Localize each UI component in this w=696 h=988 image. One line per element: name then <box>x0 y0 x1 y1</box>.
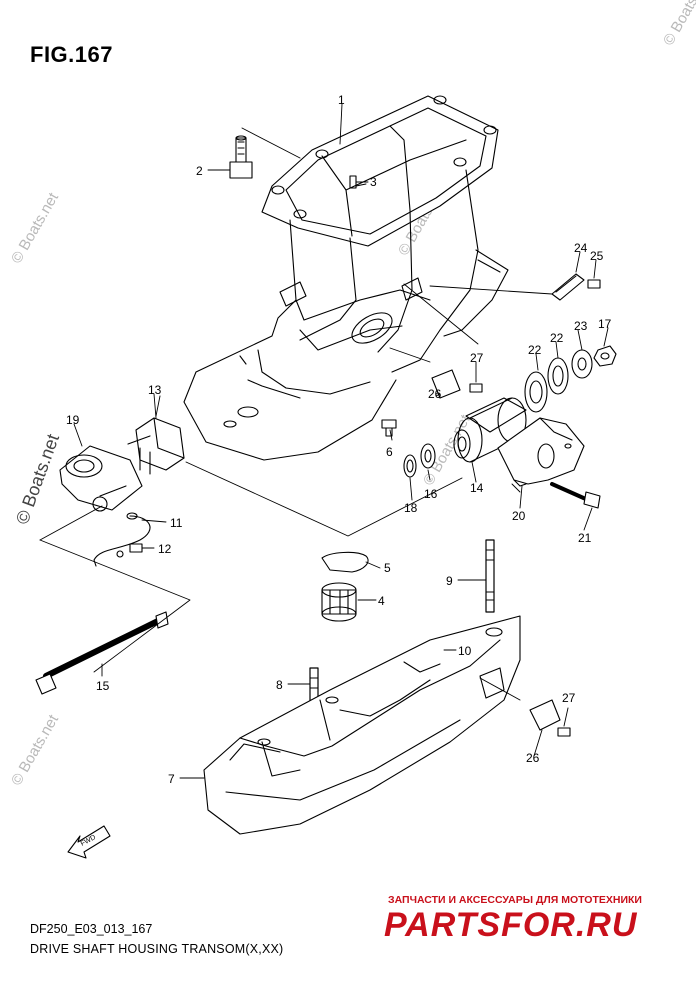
callout-10: 10 <box>458 644 472 658</box>
callout-27-a: 27 <box>470 351 484 365</box>
callout-17: 17 <box>598 317 612 331</box>
callout-6: 6 <box>386 445 393 459</box>
callout-19: 19 <box>66 413 80 427</box>
callout-27-b: 27 <box>562 691 576 705</box>
callout-5: 5 <box>384 561 391 575</box>
callout-7: 7 <box>168 772 175 786</box>
diagram-code: DF250_E03_013_167 <box>30 922 153 936</box>
bolt-part-6 <box>381 419 397 437</box>
brand-logo: PARTSFOR.RU <box>384 906 638 944</box>
callout-16: 16 <box>424 487 438 501</box>
callout-20: 20 <box>512 509 526 523</box>
callout-15: 15 <box>96 679 110 693</box>
callout-9: 9 <box>446 574 453 588</box>
callout-8: 8 <box>276 678 283 692</box>
figure-title: FIG.167 <box>30 42 113 67</box>
brand-tagline: ЗАПЧАСТИ И АКСЕССУАРЫ ДЛЯ МОТОТЕХНИКИ <box>388 894 642 906</box>
guide-lines <box>39 127 553 701</box>
callout-numbers: 1 2 3 5 4 6 7 8 9 10 11 12 13 14 15 16 1… <box>66 93 612 786</box>
callout-3: 3 <box>370 175 377 189</box>
leader-lines <box>73 103 609 779</box>
callout-1: 1 <box>338 93 345 107</box>
callout-4: 4 <box>378 594 385 608</box>
callout-26-a: 26 <box>428 387 442 401</box>
callout-2: 2 <box>196 164 203 178</box>
callout-24: 24 <box>574 241 588 255</box>
callout-23: 23 <box>574 319 588 333</box>
mount-components <box>403 273 617 509</box>
callout-11: 11 <box>170 516 183 530</box>
callout-25: 25 <box>590 249 604 263</box>
callout-22-a: 22 <box>528 343 542 357</box>
callout-14: 14 <box>470 481 484 495</box>
diagram-caption: DRIVE SHAFT HOUSING TRANSOM(X,XX) <box>30 942 284 956</box>
callout-21: 21 <box>578 531 592 545</box>
drive-shaft-housing <box>183 95 509 461</box>
bolt-part-2 <box>229 135 253 179</box>
callout-18: 18 <box>404 501 418 515</box>
callout-13: 13 <box>148 383 162 397</box>
lower-housing-parts <box>203 539 571 835</box>
fwd-arrow-icon: FWD <box>67 825 111 859</box>
callout-22-b: 22 <box>550 331 564 345</box>
clamp-components <box>35 417 185 695</box>
callout-26-b: 26 <box>526 751 540 765</box>
callout-12: 12 <box>158 542 172 556</box>
